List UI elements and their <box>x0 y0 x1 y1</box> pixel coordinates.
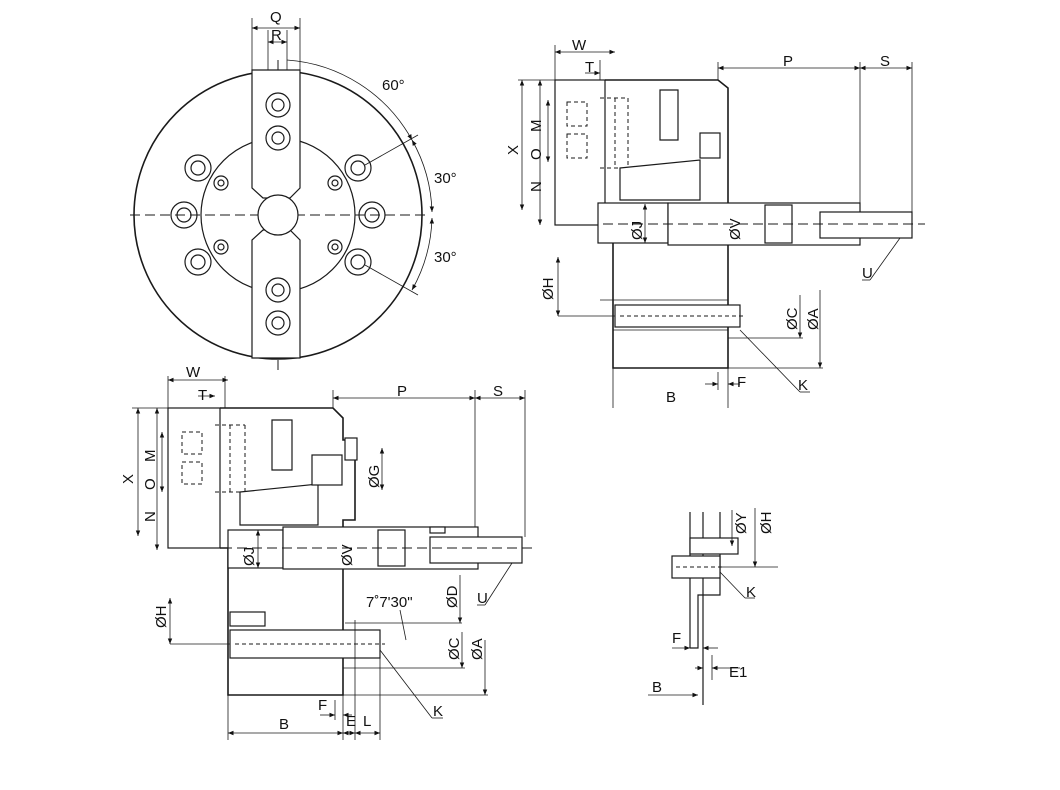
label-diam-h: ØH <box>758 512 775 535</box>
label-l: L <box>363 713 371 730</box>
label-diam-v: ØV <box>727 218 744 240</box>
label-b: B <box>652 679 662 696</box>
label-60deg: 60° <box>382 77 405 94</box>
label-p: P <box>783 53 793 70</box>
label-o: O <box>528 148 545 160</box>
label-diam-g: ØG <box>366 465 383 488</box>
label-o: O <box>142 478 159 490</box>
label-diam-y: ØY <box>733 512 750 534</box>
label-diam-h: ØH <box>153 606 170 629</box>
label-n: N <box>528 181 545 192</box>
label-r: R <box>271 27 282 44</box>
label-k: K <box>433 703 443 720</box>
label-diam-h: ØH <box>540 278 557 301</box>
label-angle: 7˚7'30" <box>366 594 413 611</box>
lower-jaw <box>251 229 301 359</box>
detail-view: ØY ØH K F E1 B <box>648 508 778 705</box>
label-f: F <box>672 630 681 647</box>
label-diam-j: ØJ <box>629 221 646 240</box>
label-u: U <box>477 590 488 607</box>
label-e: E <box>346 713 356 730</box>
label-diam-c: ØC <box>784 307 801 330</box>
front-view: Q R 60° 30° 30° <box>130 9 457 370</box>
label-s: S <box>493 383 503 400</box>
label-diam-c: ØC <box>446 637 463 660</box>
label-diam-j: ØJ <box>241 547 258 566</box>
label-30deg-upper: 30° <box>434 170 457 187</box>
side-view-small: W T P S X M O N ØJ ØV ØH ØC ØA U K F B <box>505 37 925 408</box>
label-k: K <box>746 584 756 601</box>
label-f: F <box>737 374 746 391</box>
label-q: Q <box>270 9 282 26</box>
label-w: W <box>186 364 201 381</box>
label-x: X <box>505 145 522 155</box>
label-diam-d: ØD <box>444 585 461 608</box>
label-m: M <box>142 450 159 463</box>
label-f: F <box>318 697 327 714</box>
label-t: T <box>198 387 207 404</box>
upper-jaw <box>251 69 301 199</box>
label-diam-a: ØA <box>469 638 486 660</box>
label-b: B <box>279 716 289 733</box>
label-t: T <box>585 59 594 76</box>
side-view-large: W T P S X M O N ØG ØJ ØV ØD 7˚7'30" ØH Ø… <box>120 364 535 740</box>
label-diam-a: ØA <box>805 308 822 330</box>
label-p: P <box>397 383 407 400</box>
label-n: N <box>142 511 159 522</box>
label-b: B <box>666 389 676 406</box>
label-s: S <box>880 53 890 70</box>
label-w: W <box>572 37 587 54</box>
label-30deg-lower: 30° <box>434 249 457 266</box>
label-k: K <box>798 377 808 394</box>
label-e1: E1 <box>729 664 747 681</box>
label-u: U <box>862 265 873 282</box>
label-diam-v: ØV <box>339 544 356 566</box>
label-x: X <box>120 474 137 484</box>
label-m: M <box>528 120 545 133</box>
